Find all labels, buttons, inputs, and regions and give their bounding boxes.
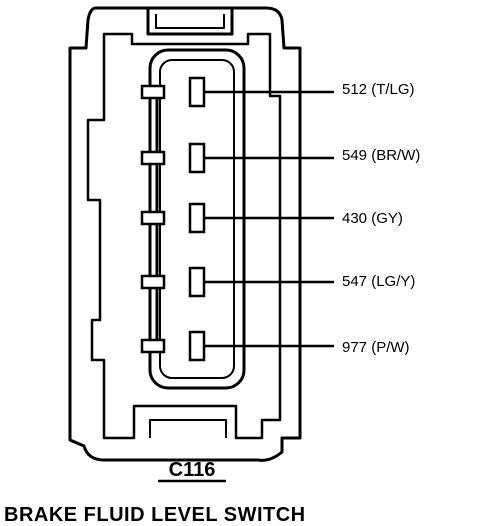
circuit-label-547: 547 (LG/Y) xyxy=(342,273,415,290)
component-title: BRAKE FLUID LEVEL SWITCH xyxy=(4,504,306,526)
connector-housing xyxy=(68,6,302,462)
circuit-label-512: 512 (T/LG) xyxy=(342,81,415,98)
terminal-pin xyxy=(188,202,206,234)
circuit-label-549: 549 (BR/W) xyxy=(342,147,420,164)
top-latch xyxy=(146,8,234,36)
circuit-label-430: 430 (GY) xyxy=(342,210,403,227)
side-pin xyxy=(140,210,166,226)
terminal-pin xyxy=(188,266,206,298)
side-pin xyxy=(140,274,166,290)
side-pin xyxy=(140,338,166,354)
connector-id: C116 xyxy=(169,459,216,481)
circuit-label-977: 977 (P/W) xyxy=(342,339,410,356)
terminal-pin xyxy=(188,330,206,362)
side-pin xyxy=(140,84,166,100)
pin-group xyxy=(140,76,334,362)
terminal-pin xyxy=(188,76,206,108)
circuit-labels: 512 (T/LG) 549 (BR/W) 430 (GY) 547 (LG/Y… xyxy=(342,81,420,356)
housing-outline xyxy=(68,6,302,462)
terminal-pin xyxy=(188,142,206,174)
housing-inner-outline xyxy=(86,32,282,440)
side-pin xyxy=(140,150,166,166)
